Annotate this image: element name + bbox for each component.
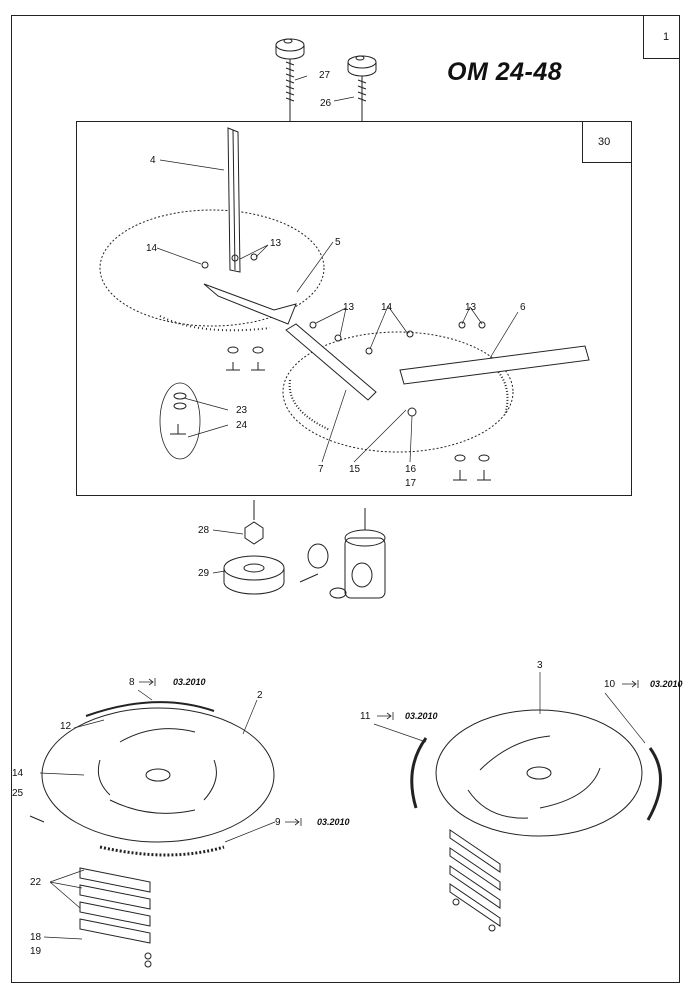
detail-wing-nut (170, 392, 187, 435)
inset-left-disc (99, 209, 325, 327)
callout-24: 24 (236, 420, 248, 431)
callout-8: 8 (129, 677, 135, 688)
page-number-box (643, 15, 680, 59)
date-10: 03.2010 (650, 679, 683, 689)
bracket-5 (203, 283, 297, 325)
lower-right-blades (449, 829, 501, 932)
knob-bolt-26 (347, 55, 377, 110)
leader-lines (39, 75, 646, 940)
callout-14: 14 (146, 243, 158, 254)
lower-left-blades (79, 867, 152, 968)
detail-ellipse-23-24 (159, 382, 201, 460)
callout-25: 25 (12, 788, 24, 799)
callout-22: 22 (30, 877, 42, 888)
date-8: 03.2010 (173, 677, 206, 687)
callout-13: 13 (270, 238, 282, 249)
callout-10: 10 (604, 679, 616, 690)
callout-4: 4 (150, 155, 156, 166)
callout-14: 14 (12, 768, 24, 779)
inset-screws (201, 253, 486, 417)
callout-13: 13 (465, 302, 477, 313)
callout-6: 6 (520, 302, 526, 313)
drawing-frame (11, 15, 680, 983)
callout-9: 9 (275, 817, 281, 828)
bracket-7 (285, 323, 377, 401)
callout-18: 18 (30, 932, 42, 943)
callout-13: 13 (343, 302, 355, 313)
callout-28: 28 (198, 525, 210, 536)
callout-19: 19 (30, 946, 42, 957)
callout-27: 27 (319, 70, 331, 81)
page-number: 1 (663, 31, 670, 43)
lower-right-disc (410, 709, 662, 837)
date-9: 03.2010 (317, 817, 350, 827)
inset-right-disc (282, 331, 514, 453)
callout-14: 14 (381, 302, 393, 313)
callout-12: 12 (60, 721, 72, 732)
model-title: OM 24-48 (447, 58, 563, 86)
lower-left-disc (29, 701, 275, 857)
callout-26: 26 (320, 98, 332, 109)
knob-bolt-27 (275, 38, 305, 110)
handle-6 (399, 345, 590, 385)
callout-11: 11 (360, 711, 371, 722)
callout-3: 3 (537, 660, 543, 671)
callout-15: 15 (349, 464, 361, 475)
gearbox-assembly (223, 500, 386, 599)
handle-4 (227, 127, 241, 273)
inset-number-box (582, 121, 632, 163)
assembly-inset-frame (76, 121, 632, 496)
callout-29: 29 (198, 568, 210, 579)
date-arrows (139, 678, 639, 826)
callout-5: 5 (335, 237, 341, 248)
callout-16: 16 (405, 464, 417, 475)
date-11: 03.2010 (405, 711, 438, 721)
callout-2: 2 (257, 690, 263, 701)
inset-wing-nuts (226, 346, 491, 481)
callout-23: 23 (236, 405, 248, 416)
callout-17: 17 (405, 478, 417, 489)
inset-number: 30 (598, 136, 611, 148)
callout-7: 7 (318, 464, 324, 475)
